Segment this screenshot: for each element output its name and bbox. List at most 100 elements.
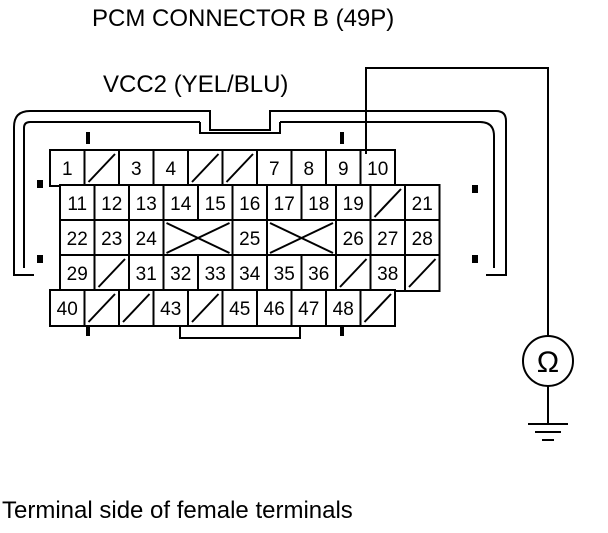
cavity-slash: [339, 258, 368, 288]
terminal-number: 45: [229, 299, 250, 320]
cell-outline: [369, 254, 406, 292]
signal-label: VCC2 (YEL/BLU): [103, 71, 288, 98]
terminal-cell: 16: [231, 184, 268, 222]
empty-cavity: [266, 219, 337, 257]
ohmmeter: Ω: [522, 335, 574, 387]
terminal-number: 23: [101, 229, 122, 250]
terminal-cell: 15: [197, 184, 234, 222]
terminal-number: 47: [298, 299, 319, 320]
cavity-slash: [87, 293, 116, 323]
terminal-cell: 4: [152, 149, 189, 187]
terminal-cell: 25: [231, 219, 268, 257]
connector-latch: [179, 327, 301, 339]
ohm-symbol: Ω: [537, 346, 559, 379]
cell-outline: [335, 184, 372, 222]
terminal-number: 18: [308, 194, 329, 215]
cavity-slash: [97, 258, 126, 288]
empty-cavity: [369, 184, 406, 222]
terminal-number: 12: [101, 194, 122, 215]
cell-outline: [49, 149, 86, 187]
terminal-number: 34: [239, 264, 261, 285]
terminal-cell: 38: [369, 254, 406, 292]
terminal-number: 13: [136, 194, 157, 215]
cavity-cross: [166, 222, 230, 254]
terminal-number: 14: [170, 194, 192, 215]
terminal-number: 38: [377, 264, 398, 285]
empty-cavity: [359, 289, 396, 327]
terminal-cell: 24: [128, 219, 165, 257]
terminal-number: 35: [274, 264, 295, 285]
terminal-number: 17: [274, 194, 295, 215]
empty-cavity: [335, 254, 372, 292]
empty-cavity: [187, 289, 224, 327]
terminal-cell: 13: [128, 184, 165, 222]
terminal-cell: 14: [162, 184, 199, 222]
terminal-cell: 45: [221, 289, 258, 327]
terminal-number: 28: [412, 229, 433, 250]
terminal-number: 43: [160, 299, 181, 320]
cavity-slash: [191, 153, 220, 183]
terminal-cell: 47: [290, 289, 327, 327]
empty-cavity: [93, 254, 130, 292]
terminal-cell: 35: [266, 254, 303, 292]
terminal-number: 46: [264, 299, 285, 320]
terminal-cell: 36: [300, 254, 337, 292]
connector-housing: [13, 110, 507, 276]
terminal-cell: 18: [300, 184, 337, 222]
terminal-cell: 22: [59, 219, 96, 257]
terminal-number: 29: [67, 264, 88, 285]
terminal-cell: 9: [325, 149, 362, 187]
terminal-cell: 27: [369, 219, 406, 257]
terminal-number: 32: [170, 264, 191, 285]
terminal-cell: 7: [256, 149, 293, 187]
terminal-number: 15: [205, 194, 226, 215]
terminal-number: 36: [308, 264, 329, 285]
terminal-cell: 31: [128, 254, 165, 292]
terminal-number: 4: [165, 159, 176, 180]
empty-cavity: [404, 254, 441, 292]
terminal-cell: 29: [59, 254, 96, 292]
terminal-cell: 21: [404, 184, 441, 222]
terminal-number: 31: [136, 264, 157, 285]
terminal-number: 24: [136, 229, 158, 250]
terminal-cell: 23: [93, 219, 130, 257]
empty-cavity: [118, 289, 155, 327]
empty-cavity: [187, 149, 224, 187]
empty-cavity: [221, 149, 258, 187]
cell-outline: [266, 184, 303, 222]
terminal-cell: 32: [162, 254, 199, 292]
meter-lead: [365, 67, 568, 441]
terminal-cell: 1: [49, 149, 86, 187]
diagram-title: PCM CONNECTOR B (49P): [92, 5, 394, 32]
terminal-cell: 40: [49, 289, 86, 327]
terminal-cell: 46: [256, 289, 293, 327]
cell-outline: [404, 184, 441, 222]
terminal-number: 22: [67, 229, 88, 250]
terminal-number: 33: [205, 264, 226, 285]
terminal-cell: 34: [231, 254, 268, 292]
cell-outline: [162, 184, 199, 222]
cell-outline: [59, 219, 96, 257]
ohmmeter-circle: [522, 335, 574, 387]
diagram-caption: Terminal side of female terminals: [2, 497, 353, 524]
cavity-slash: [122, 293, 151, 323]
cell-outline: [49, 289, 86, 327]
terminal-number: 1: [62, 159, 73, 180]
cavity-slash: [225, 153, 254, 183]
terminal-number: 25: [239, 229, 260, 250]
terminal-cell: 43: [152, 289, 189, 327]
connector-pegs: [37, 132, 478, 336]
empty-cavity: [162, 219, 234, 257]
terminal-number: 8: [303, 159, 314, 180]
cavity-cross: [269, 222, 334, 254]
empty-cavity: [83, 289, 120, 327]
terminal-number: 9: [338, 159, 349, 180]
terminal-cell: 17: [266, 184, 303, 222]
cavity-slash: [373, 188, 402, 218]
terminal-number: 19: [343, 194, 364, 215]
terminal-number: 40: [57, 299, 78, 320]
terminal-cell: 19: [335, 184, 372, 222]
